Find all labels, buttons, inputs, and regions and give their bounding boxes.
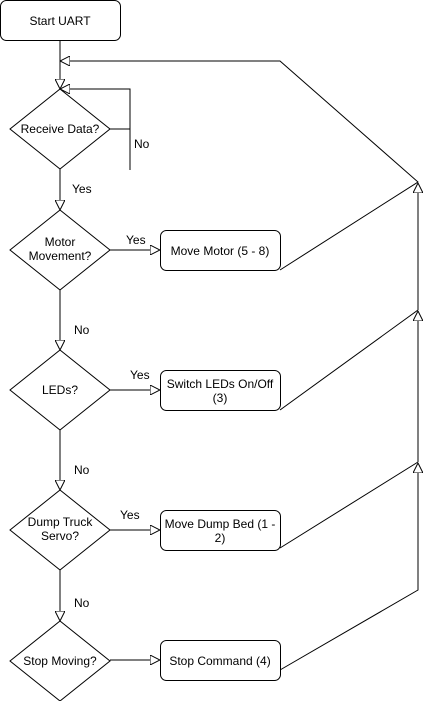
dump-no-label: No [74, 596, 90, 610]
leds-label: LEDs? [42, 383, 78, 397]
edge-switch-leds-return [279, 183, 418, 411]
switch-leds-label-line2: (3) [213, 391, 228, 405]
edge-move-motor-return [60, 61, 419, 271]
leds-no-label: No [74, 463, 90, 477]
start-label: Start UART [29, 14, 91, 28]
dump-label-line1: Dump Truck [28, 515, 94, 529]
switch-leds-label-line1: Switch LEDs On/Off [167, 377, 274, 391]
receive-yes-label: Yes [72, 182, 92, 196]
move-motor-node [160, 230, 281, 271]
stop-cmd-label: Stop Command (4) [169, 654, 270, 668]
leds-yes-label: Yes [130, 368, 150, 382]
stop-decision [9, 620, 111, 701]
motor-decision [9, 209, 111, 291]
dump-yes-label: Yes [120, 508, 140, 522]
move-dump-label-line2: 2) [215, 531, 226, 545]
edge-stop-cmd-return [279, 463, 418, 671]
move-motor-label: Move Motor (5 - 8) [171, 244, 270, 258]
stop-label: Stop Moving? [23, 654, 97, 668]
leds-decision [9, 349, 111, 431]
start-node [0, 0, 121, 41]
motor-label-line1: Motor [45, 235, 76, 249]
edge-move-dump-return [279, 311, 418, 549]
dump-label-line2: Servo? [41, 529, 79, 543]
dump-decision [9, 489, 111, 571]
receive-no-label: No [134, 137, 150, 151]
receive-label: Receive Data? [21, 122, 100, 136]
motor-yes-label: Yes [126, 233, 146, 247]
edge-receive-no-loop [60, 89, 131, 170]
move-dump-node [160, 510, 281, 551]
motor-label-line2: Movement? [29, 249, 92, 263]
receive-decision [9, 88, 111, 170]
move-dump-label-line1: Move Dump Bed (1 - [165, 517, 276, 531]
motor-no-label: No [74, 323, 90, 337]
switch-leds-node [160, 370, 281, 411]
stop-cmd-node [160, 640, 281, 681]
